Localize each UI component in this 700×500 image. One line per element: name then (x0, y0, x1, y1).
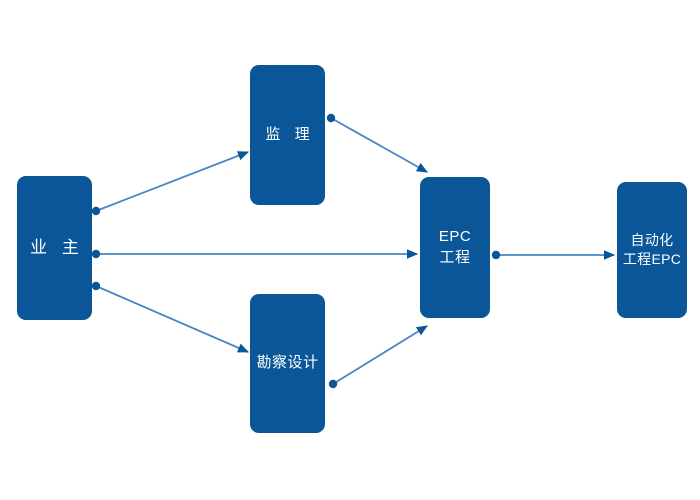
edge-source-dot-survey-to-epc (328, 379, 338, 389)
edge-source-dot-owner-to-epc (91, 249, 101, 259)
node-owner-label: 业 主 (30, 237, 84, 257)
edge-source-dot-owner-to-supervision (91, 206, 101, 216)
node-epc[interactable]: EPC 工程 (420, 177, 490, 318)
node-survey[interactable]: 勘察设计 (250, 294, 325, 433)
edge-survey-to-epc (332, 325, 428, 385)
node-automation-label: 自动化 工程EPC (622, 232, 682, 267)
edge-source-dot-epc-to-automation (491, 250, 501, 260)
edge-supervision-to-epc (330, 117, 428, 173)
node-automation[interactable]: 自动化 工程EPC (617, 182, 687, 318)
node-supervision-label: 监 理 (265, 125, 315, 143)
node-survey-label: 勘察设计 (256, 354, 319, 372)
node-owner[interactable]: 业 主 (17, 176, 92, 320)
edge-source-dot-owner-to-survey (91, 281, 101, 291)
edge-owner-to-supervision (95, 151, 250, 212)
edge-source-dot-supervision-to-epc (326, 113, 336, 123)
edge-owner-to-survey (95, 285, 249, 353)
node-epc-label: EPC 工程 (438, 228, 472, 266)
node-supervision[interactable]: 监 理 (250, 65, 325, 205)
